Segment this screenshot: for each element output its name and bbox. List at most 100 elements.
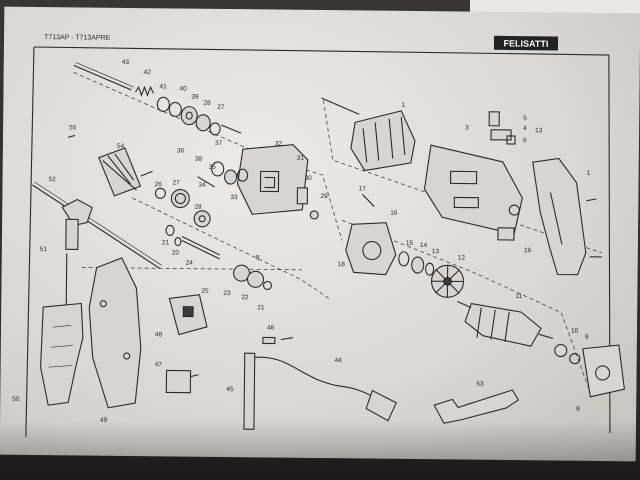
part-stator — [350, 110, 416, 172]
part-chuck-screw — [67, 134, 76, 138]
part-pin-small — [362, 194, 375, 207]
part-bracket — [296, 187, 309, 205]
callout-27-lower: 27 — [172, 179, 180, 186]
callout-5: 5 — [523, 115, 527, 122]
part-cord-guard — [243, 352, 256, 430]
callout-8: 8 — [576, 406, 580, 413]
callout-22: 22 — [241, 294, 249, 301]
part-spanner — [433, 389, 520, 424]
callout-35: 35 — [209, 164, 217, 171]
part-handle-clamp — [61, 198, 93, 251]
callout-6: 6 — [523, 137, 527, 144]
bottom-shadow — [0, 420, 640, 480]
brand-logo-text: FELISATTI — [504, 38, 549, 48]
part-clutch-rings — [197, 161, 249, 188]
callout-8-gear: 8 — [256, 254, 260, 261]
callout-11: 11 — [515, 293, 522, 300]
callout-43: 43 — [122, 59, 130, 66]
callout-9: 9 — [585, 334, 589, 341]
callout-21-right: 21 — [257, 304, 265, 311]
callout-47: 47 — [155, 361, 163, 368]
part-rear-handle — [532, 157, 587, 276]
part-switch — [168, 294, 208, 336]
part-capacitor — [165, 369, 199, 394]
callout-36: 36 — [177, 147, 185, 154]
callout-24: 24 — [186, 260, 194, 267]
part-power-cord — [254, 356, 397, 422]
callout-53: 53 — [476, 381, 484, 388]
callout-34: 34 — [198, 182, 206, 189]
callout-16: 16 — [390, 210, 398, 217]
part-washer-set — [156, 96, 221, 136]
callout-28: 28 — [203, 100, 211, 107]
callout-18: 18 — [338, 261, 346, 268]
part-armature — [457, 300, 554, 347]
guide-line-armature — [341, 219, 591, 393]
callout-4: 4 — [523, 125, 527, 132]
part-handle-screw-upper — [586, 198, 597, 202]
callout-37: 37 — [215, 140, 223, 147]
callout-13: 13 — [432, 248, 440, 255]
model-code-label: T713AP - T713APRE — [44, 34, 111, 42]
part-intermediate-shaft — [181, 236, 221, 260]
part-fan — [430, 264, 465, 298]
part-gear-pair — [233, 264, 273, 291]
callout-10: 10 — [571, 328, 579, 335]
callout-26: 26 — [154, 181, 162, 188]
callout-2: 1 — [401, 102, 405, 109]
callout-30: 30 — [305, 175, 313, 182]
callout-27: 27 — [217, 104, 225, 111]
callout-23: 23 — [223, 290, 231, 297]
part-bearing-washers — [398, 251, 435, 276]
part-pin — [220, 124, 242, 134]
callout-15: 15 — [406, 240, 414, 247]
callout-3: 3 — [465, 125, 469, 132]
callout-50: 50 — [12, 396, 20, 403]
callout-42: 42 — [144, 69, 152, 76]
part-spindle-rod — [73, 62, 134, 91]
part-gear-housing — [236, 144, 309, 215]
callout-21-left: 21 — [162, 239, 170, 246]
callout-32: 32 — [275, 141, 283, 148]
brand-plate — [493, 35, 559, 51]
callout-48: 48 — [155, 331, 163, 338]
parts-diagram-sheet: T713AP - T713APRE FELISATTI — [0, 6, 640, 462]
part-auxiliary-handle — [40, 302, 84, 406]
callout-45: 45 — [226, 386, 234, 393]
part-end-plate — [582, 344, 625, 398]
callout-41: 41 — [159, 83, 167, 90]
callout-12: 12 — [458, 254, 466, 261]
part-motor-housing — [423, 144, 523, 235]
callout-49: 49 — [100, 417, 108, 424]
callout-31: 31 — [297, 155, 305, 162]
callout-39: 39 — [191, 94, 199, 101]
part-depth-rod — [32, 181, 162, 269]
part-carbon-brush — [497, 227, 515, 241]
callout-1: 1 — [587, 170, 591, 177]
frame-top-rule — [33, 46, 609, 56]
part-cord-clamp — [262, 336, 293, 345]
callout-13-upper: 13 — [535, 127, 543, 134]
part-gear-cluster — [154, 187, 211, 228]
part-chuck — [98, 147, 153, 197]
callout-17: 17 — [358, 185, 366, 192]
callout-46: 46 — [267, 324, 275, 331]
callout-28-lower: 28 — [194, 204, 202, 211]
callout-19: 19 — [524, 247, 532, 254]
guide-line-gears — [132, 197, 332, 301]
callout-44: 44 — [335, 357, 343, 364]
part-handle-bolt — [65, 253, 68, 308]
part-spring — [135, 85, 154, 97]
callout-38: 38 — [195, 156, 203, 163]
callout-33: 33 — [230, 194, 238, 201]
callout-54: 54 — [117, 143, 125, 150]
background-paper-corner — [470, 0, 640, 14]
part-nut — [309, 210, 319, 220]
callout-55: 55 — [69, 124, 77, 131]
exploded-view-diagram: T713AP - T713APRE FELISATTI — [12, 34, 625, 437]
part-stator-screw — [321, 97, 360, 115]
part-washers-small — [165, 224, 182, 247]
callout-29: 29 — [320, 193, 328, 200]
callout-20: 20 — [172, 249, 180, 256]
